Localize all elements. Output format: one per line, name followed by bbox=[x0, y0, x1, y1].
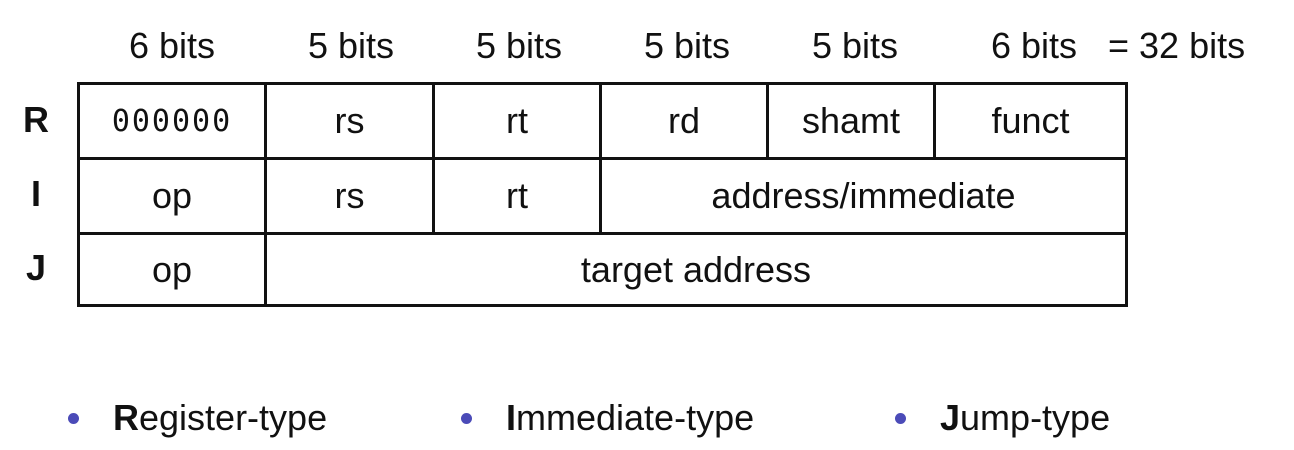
bullet-icon bbox=[68, 412, 79, 424]
row-label-j: J bbox=[25, 247, 47, 288]
legend-label: Jump-type bbox=[940, 397, 1111, 438]
bit-width-label-4: 5 bits bbox=[643, 25, 731, 66]
bit-width-label-6: 6 bits bbox=[990, 25, 1078, 66]
r-field-rd: rd bbox=[602, 85, 769, 160]
j-field-target-address: target address bbox=[580, 248, 812, 290]
r-field-rt: rt bbox=[435, 85, 602, 160]
bit-width-label-1: 6 bits bbox=[128, 25, 216, 66]
instruction-format-table: 000000 rs rt rd shamt funct op rs rt add… bbox=[77, 82, 1128, 307]
r-field-shamt: shamt bbox=[769, 85, 936, 160]
bit-width-label-5: 5 bits bbox=[811, 25, 899, 66]
i-field-rt: rt bbox=[435, 160, 602, 235]
bullet-icon bbox=[461, 412, 472, 424]
i-field-rs: rs bbox=[267, 160, 435, 235]
bit-width-label-2: 5 bits bbox=[307, 25, 395, 66]
j-field-op: op bbox=[80, 235, 267, 304]
i-field-address-immediate: address/immediate bbox=[602, 160, 1125, 235]
r-field-rs: rs bbox=[267, 85, 435, 160]
row-label-i: I bbox=[30, 173, 41, 214]
r-field-opcode: 000000 bbox=[80, 85, 267, 160]
legend-immediate-type: Immediate-type bbox=[461, 390, 754, 446]
legend-register-type: Register-type bbox=[68, 390, 327, 446]
r-field-funct: funct bbox=[936, 85, 1125, 160]
row-label-r: R bbox=[23, 99, 49, 140]
legend-label: Immediate-type bbox=[506, 397, 755, 438]
legend-label: Register-type bbox=[113, 397, 328, 438]
bit-width-label-3: 5 bits bbox=[475, 25, 563, 66]
legend-jump-type: Jump-type bbox=[895, 390, 1110, 446]
total-bits-label: = 32 bits bbox=[1108, 25, 1246, 66]
i-field-op: op bbox=[80, 160, 267, 235]
bullet-icon bbox=[895, 412, 906, 424]
